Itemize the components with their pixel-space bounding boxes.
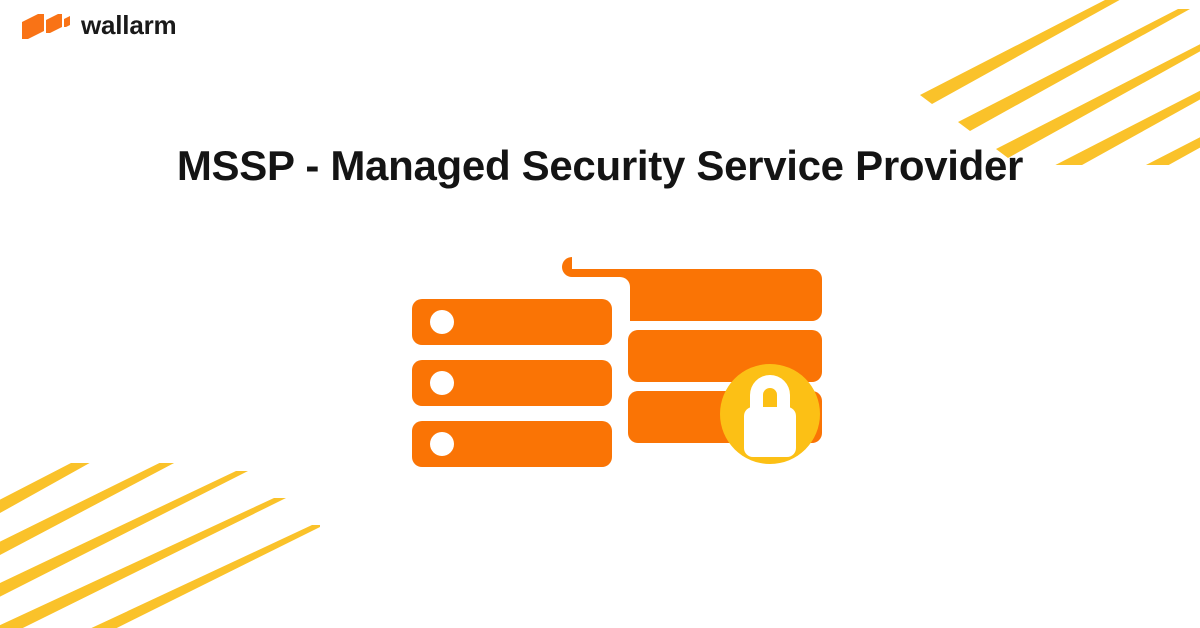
server-led-1	[430, 310, 454, 334]
secured-server-illustration	[400, 255, 830, 485]
front-server-stack	[412, 299, 612, 467]
wallarm-chevron-mark	[22, 14, 70, 39]
wallarm-logo[interactable]: wallarm	[22, 10, 177, 40]
page-title: MSSP - Managed Security Service Provider	[176, 142, 1024, 190]
wallarm-wordmark: wallarm	[81, 10, 177, 40]
diagonal-stripes-bottom-left	[0, 463, 320, 628]
lock-badge	[720, 364, 820, 464]
lock-shackle-icon	[750, 375, 790, 411]
lock-body-icon	[744, 407, 796, 457]
server-led-2	[430, 371, 454, 395]
server-led-3	[430, 432, 454, 456]
